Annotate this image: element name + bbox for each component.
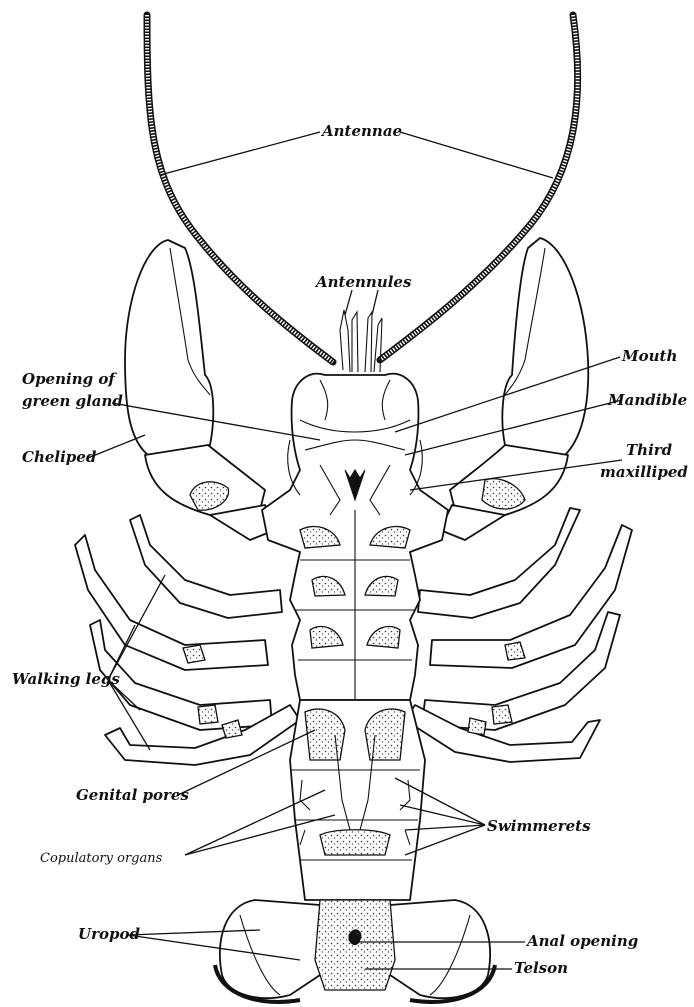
cheliped-right-drawing <box>440 238 588 540</box>
walking-legs-left-drawing <box>75 515 300 765</box>
label-antennules: Antennules <box>314 273 412 291</box>
label-opening-green-gland-line1: Opening of <box>22 370 117 388</box>
antennules-drawing <box>340 310 382 372</box>
walking-legs-right-drawing <box>405 508 632 762</box>
label-third-maxilliped-line2: maxilliped <box>600 463 688 481</box>
tail-fan-drawing <box>215 900 495 1002</box>
label-third-maxilliped-line1: Third <box>626 441 673 459</box>
label-mandible: Mandible <box>607 391 687 409</box>
label-copulatory-organs: Copulatory organs <box>40 851 163 866</box>
cephalothorax-drawing <box>262 374 448 700</box>
label-uropod: Uropod <box>78 925 140 943</box>
label-mouth: Mouth <box>621 347 677 365</box>
abdomen-drawing <box>290 700 425 900</box>
antennae-drawing <box>147 15 578 362</box>
label-antennae: Antennae <box>320 122 402 140</box>
label-opening-green-gland-line2: green gland <box>22 392 123 410</box>
label-anal-opening: Anal opening <box>525 932 638 950</box>
label-genital-pores: Genital pores <box>76 786 189 804</box>
cheliped-left-drawing <box>125 240 275 540</box>
label-cheliped: Cheliped <box>22 448 97 466</box>
label-swimmerets: Swimmerets <box>487 817 591 835</box>
label-walking-legs: Walking legs <box>12 670 120 688</box>
label-telson: Telson <box>514 959 568 977</box>
